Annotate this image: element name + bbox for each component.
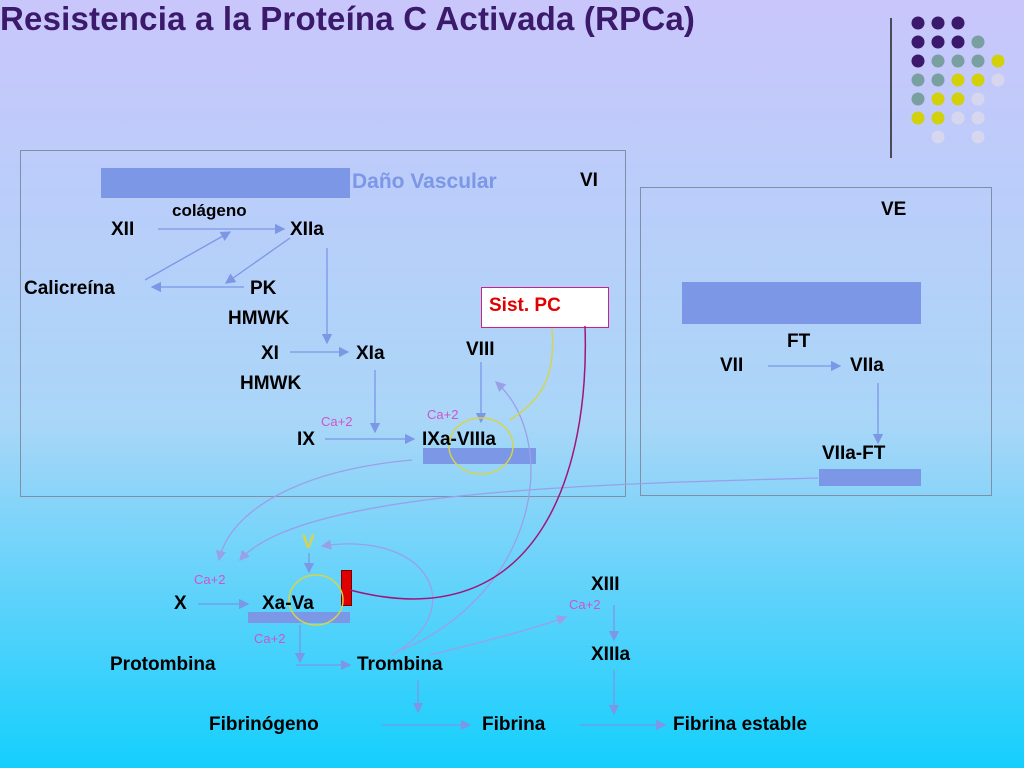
- decorative-dot: [991, 54, 1005, 68]
- factor-xia: XIa: [356, 343, 385, 364]
- decorative-dot: [971, 54, 985, 68]
- decorative-dot: [911, 111, 925, 125]
- ixa-viiia-complex: IXa-VIIIa: [422, 429, 496, 450]
- decorative-dot: [971, 92, 985, 106]
- extrinsic-pathway-label: VE: [881, 199, 907, 220]
- fibrin: Fibrina: [482, 714, 546, 735]
- factor-xiii: XIII: [591, 574, 620, 595]
- decorative-dot: [931, 35, 945, 49]
- decorative-dot: [951, 92, 965, 106]
- xa-va-complex: Xa-Va: [262, 593, 314, 614]
- ixa-viiia-complex-band: [423, 448, 536, 464]
- decorative-dot: [951, 111, 965, 125]
- factor-xiiia: XIIIa: [591, 644, 631, 665]
- decorative-dot: [911, 92, 925, 106]
- intrinsic-pathway-label: VI: [580, 170, 598, 191]
- factor-xii: XII: [111, 219, 135, 240]
- viia-ft-complex: VIIa-FT: [822, 443, 886, 464]
- extrinsic-pathway-box: [640, 187, 992, 496]
- decorative-dot: [951, 35, 965, 49]
- calcium-label-prothrombin: Ca+2: [254, 631, 286, 646]
- decorative-dot: [991, 73, 1005, 87]
- decorative-dot: [971, 111, 985, 125]
- decorative-dot: [971, 73, 985, 87]
- decorative-dot: [951, 73, 965, 87]
- factor-ix: IX: [297, 429, 315, 450]
- decorative-dot: [911, 73, 925, 87]
- decorative-dot: [931, 130, 945, 144]
- protein-c-system-box: [481, 287, 609, 328]
- decorative-dot: [931, 92, 945, 106]
- factor-vii: VII: [720, 355, 744, 376]
- decorative-dot: [931, 73, 945, 87]
- protein-c-system-label: Sist. PC: [489, 295, 561, 316]
- page-title: Resistencia a la Proteína C Activada (RP…: [0, 0, 696, 37]
- factor-viia: VIIa: [850, 355, 884, 376]
- decorative-dot: [931, 111, 945, 125]
- stable-fibrin: Fibrina estable: [673, 714, 808, 735]
- dot-grid-graphic: [890, 16, 1005, 158]
- viia-ft-complex-band: [819, 469, 921, 486]
- decorative-dot: [911, 54, 925, 68]
- inhibition-block: [341, 570, 352, 606]
- fibrinogen: Fibrinógeno: [209, 714, 319, 735]
- calcium-label-viii: Ca+2: [427, 407, 459, 422]
- decorative-dot: [951, 16, 965, 30]
- decorative-dot: [911, 16, 925, 30]
- calcium-label-ix: Ca+2: [321, 414, 353, 429]
- decorative-dot: [971, 130, 985, 144]
- decorative-dot: [971, 35, 985, 49]
- hmwk-1: HMWK: [228, 308, 290, 329]
- decorative-dot: [951, 54, 965, 68]
- factor-viii: VIII: [466, 339, 495, 360]
- decorative-dot: [911, 35, 925, 49]
- collagen-label: colágeno: [172, 201, 247, 220]
- factor-v: V: [302, 532, 315, 553]
- factor-x: X: [174, 593, 187, 614]
- vascular-damage-band: [101, 168, 350, 198]
- kallikrein: Calicreína: [24, 278, 115, 299]
- intrinsic-pathway-box: [20, 150, 626, 497]
- prothrombin: Protombina: [110, 654, 216, 675]
- decorative-dot: [931, 16, 945, 30]
- calcium-label-xiii: Ca+2: [569, 597, 601, 612]
- thrombin: Trombina: [357, 654, 443, 675]
- calcium-label-x: Ca+2: [194, 572, 226, 587]
- factor-xi: XI: [261, 343, 279, 364]
- hmwk-2: HMWK: [240, 373, 302, 394]
- tissue-factor-band: [682, 282, 921, 324]
- factor-xiia: XIIa: [290, 219, 324, 240]
- vascular-damage-label: Daño Vascular: [352, 170, 497, 193]
- decorative-dots: [0, 0, 1024, 170]
- tissue-factor: FT: [787, 331, 811, 352]
- prekallikrein: PK: [250, 278, 277, 299]
- decorative-dot: [931, 54, 945, 68]
- xa-va-complex-band: [248, 612, 350, 623]
